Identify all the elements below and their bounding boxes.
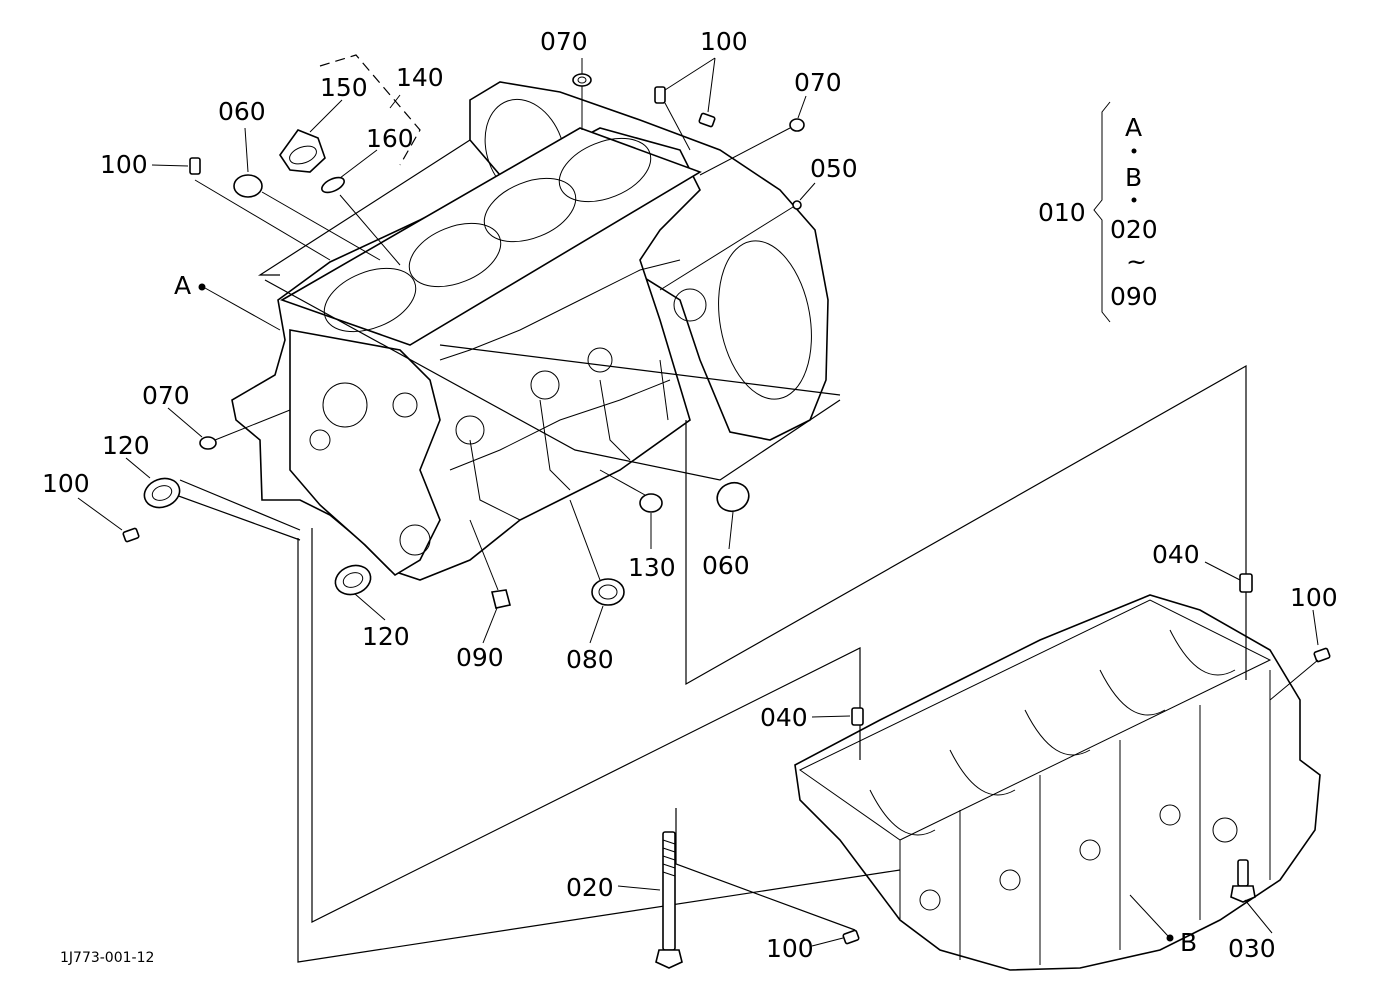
legend-dot-1 — [1131, 148, 1137, 154]
legend-line-3: 020 — [1110, 215, 1158, 244]
assembly-lines — [161, 139, 1247, 963]
callout-070-right: 070 — [794, 68, 842, 97]
callout-140: 140 — [396, 63, 444, 92]
callout-labels: 070 100 070 150 140 060 160 100 050 A 07… — [42, 27, 1338, 963]
legend-key-010: 010 — [1038, 198, 1086, 227]
figure-code: 1J773-001-12 — [60, 950, 154, 966]
leader-lines — [77, 57, 1319, 947]
callout-130: 130 — [628, 553, 676, 582]
callout-160: 160 — [366, 124, 414, 153]
callout-090: 090 — [456, 643, 504, 672]
callout-040-center: 040 — [760, 703, 808, 732]
callout-100-far-left: 100 — [42, 469, 90, 498]
callout-120-left: 120 — [102, 431, 150, 460]
legend-line-4: ~ — [1126, 247, 1147, 276]
legend-line-2: B — [1125, 163, 1142, 192]
callout-150: 150 — [320, 73, 368, 102]
callout-060-bottom: 060 — [702, 551, 750, 580]
callout-080: 080 — [566, 645, 614, 674]
upper-crankcase — [231, 81, 829, 581]
callout-050: 050 — [810, 154, 858, 183]
callout-100-right: 100 — [1290, 583, 1338, 612]
legend-dot-2 — [1131, 197, 1137, 203]
legend: 010 A B 020 ~ 090 — [1038, 113, 1158, 311]
small-parts — [122, 73, 1331, 969]
callout-100-top: 100 — [700, 27, 748, 56]
callout-070-left: 070 — [142, 381, 190, 410]
callout-100-left: 100 — [100, 150, 148, 179]
legend-line-1: A — [1125, 113, 1142, 142]
callout-070-top: 070 — [540, 27, 588, 56]
callout-030: 030 — [1228, 934, 1276, 963]
callout-100-bottom: 100 — [766, 934, 814, 963]
callout-a: A — [174, 271, 191, 300]
callout-b: B — [1180, 928, 1197, 957]
lower-crankcase — [794, 594, 1321, 971]
point-a-dot — [198, 283, 206, 291]
point-b-dot — [1166, 934, 1174, 942]
callout-060-top: 060 — [218, 97, 266, 126]
group-bracket-140 — [319, 54, 421, 166]
legend-line-5: 090 — [1110, 282, 1158, 311]
callout-120-bottom: 120 — [362, 622, 410, 651]
callout-040-right: 040 — [1152, 540, 1200, 569]
callout-020: 020 — [566, 873, 614, 902]
